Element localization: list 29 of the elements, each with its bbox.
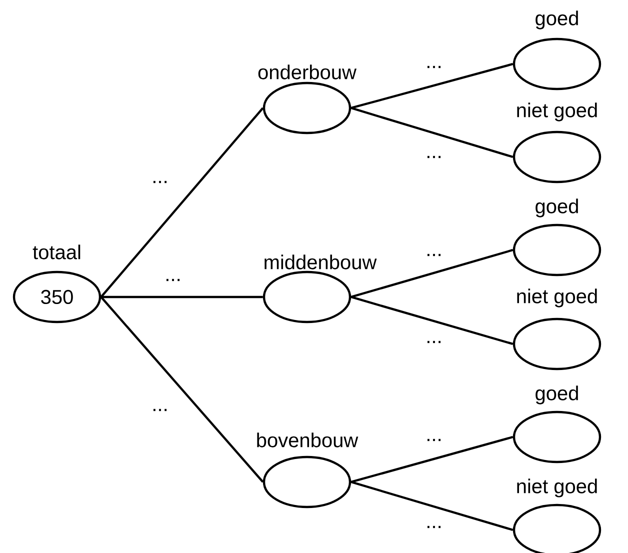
- branch-line: [350, 296, 514, 346]
- node-label: niet goed: [517, 102, 597, 122]
- branch-line: [350, 62, 514, 110]
- node-label: niet goed: [517, 478, 597, 498]
- edge-label: ...: [424, 154, 444, 160]
- edge-label: ...: [424, 524, 444, 530]
- edge-label: ...: [150, 408, 170, 412]
- branch-line: [100, 296, 264, 483]
- branch-line: [101, 296, 263, 298]
- branch-line: [350, 106, 514, 158]
- edge-label: ...: [424, 438, 444, 442]
- edge-label: ...: [424, 252, 444, 258]
- node-label: niet goed: [517, 288, 597, 308]
- edge-label: ...: [424, 340, 444, 344]
- node-label: goed: [536, 198, 578, 218]
- node-label: middenbouw: [264, 254, 377, 270]
- node-label: goed: [536, 10, 578, 30]
- ellipse-node: 350: [12, 270, 102, 324]
- node-label: goed: [536, 386, 578, 404]
- node-label: totaal: [32, 244, 80, 260]
- edge-label: ...: [424, 64, 444, 70]
- node-label: bovenbouw: [257, 432, 358, 448]
- branch-line: [350, 436, 514, 484]
- node-label: onderbouw: [258, 64, 357, 80]
- branch-line: [350, 248, 514, 298]
- edge-label: ...: [164, 278, 182, 282]
- branch-line: [100, 107, 264, 298]
- edge-label: ...: [150, 180, 170, 184]
- branch-line: [350, 480, 514, 532]
